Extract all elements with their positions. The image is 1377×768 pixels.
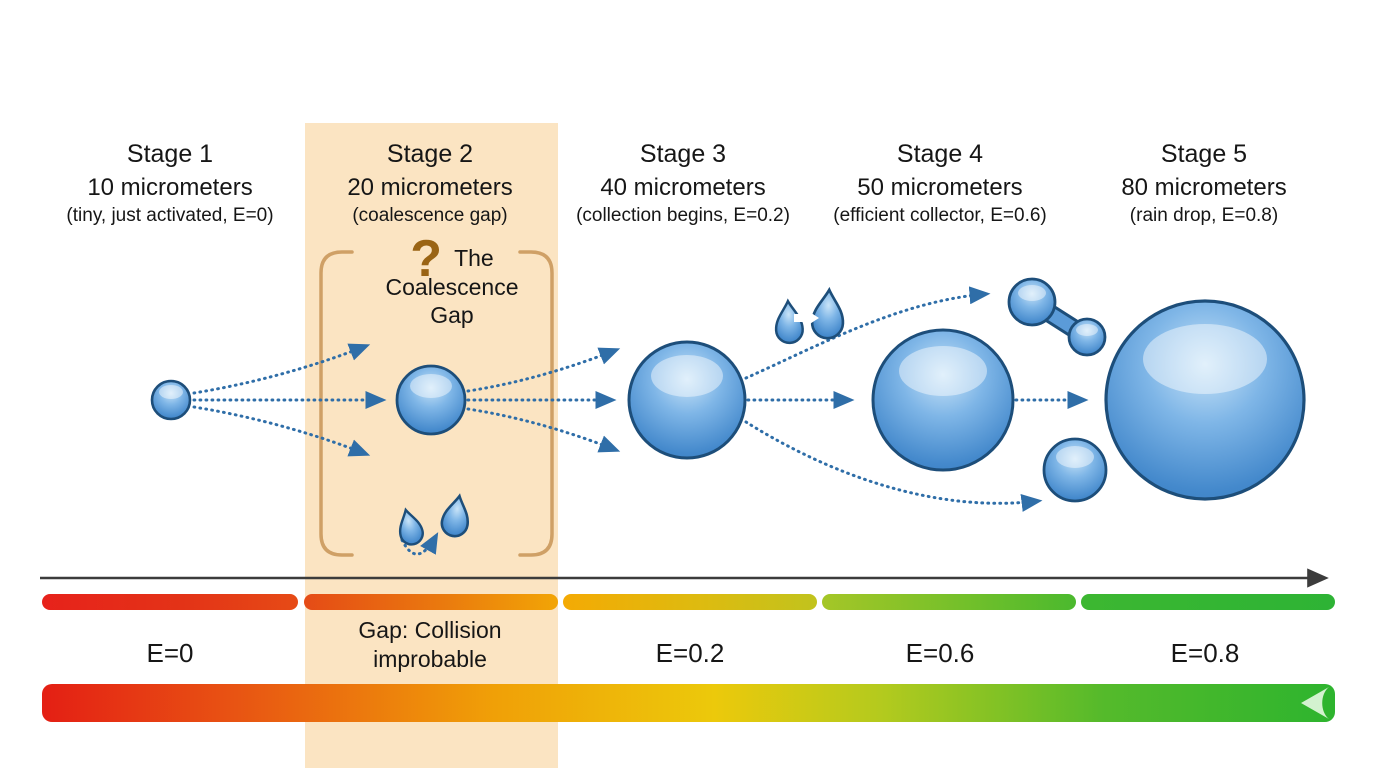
stage-title: Stage 1: [126, 140, 214, 168]
stage1-to-stage2-arrows: [192, 343, 387, 457]
stage-size: 40 micrometers: [600, 174, 766, 201]
stage-title: Stage 4: [896, 140, 984, 168]
stage-note: (tiny, just activated, E=0): [66, 205, 274, 226]
efficiency-segment-stage-3: [563, 594, 817, 610]
stage-size: 10 micrometers: [87, 174, 253, 201]
breakup-drops-icon: [393, 492, 474, 548]
stage-title: Stage 5: [1160, 140, 1248, 168]
efficiency-label-stage-4: E=0.6: [905, 638, 975, 668]
efficiency-segment-stage-1: [42, 594, 298, 610]
efficiency-gradient-bar: [42, 684, 1335, 722]
stage-5-header: Stage 5 80 micrometers (rain drop, E=0.8…: [1121, 139, 1286, 228]
gradient-end-arrow-icon: [1301, 687, 1329, 719]
efficiency-label-stage-1: E=0: [146, 638, 194, 668]
gap-callout-line1: The: [454, 245, 494, 271]
stage-title: Stage 2: [386, 140, 474, 168]
merge-arrow-icon: [794, 309, 819, 327]
stage-note: (coalescence gap): [352, 205, 508, 226]
gap-band-label: Gap: Collision improbable: [358, 616, 501, 674]
stage-2-header: Stage 2 20 micrometers (coalescence gap): [347, 139, 512, 228]
gap-band-label-line2: improbable: [373, 646, 487, 672]
question-mark-icon: ?: [410, 230, 443, 288]
stage-4-droplet: [871, 328, 1015, 472]
efficiency-segment-stage-5: [1081, 594, 1335, 610]
stage-3-droplet: [627, 340, 747, 460]
stage-1-droplet: [150, 379, 192, 421]
stage-5-droplet: [1104, 299, 1306, 501]
efficiency-label-stage-5: E=0.8: [1170, 638, 1240, 668]
stage-2-droplet: [395, 364, 467, 436]
coalescence-gap-callout: ? The Coalescence Gap: [342, 233, 562, 329]
stage-1-header: Stage 1 10 micrometers (tiny, just activ…: [66, 139, 273, 228]
coalescing-pair-droplet: [1007, 277, 1107, 357]
gap-callout-line3: Gap: [430, 302, 474, 328]
stage-note: (rain drop, E=0.8): [1129, 205, 1279, 226]
stage-note: (collection begins, E=0.2): [576, 205, 790, 226]
stage-4-header: Stage 4 50 micrometers (efficient collec…: [833, 139, 1047, 228]
stage-note: (efficient collector, E=0.6): [833, 205, 1047, 226]
stage-size: 50 micrometers: [857, 174, 1023, 201]
collision-drops-icon: [773, 287, 846, 345]
stage-size: 80 micrometers: [1121, 174, 1287, 201]
stage2-to-stage3-arrows: [466, 347, 621, 453]
efficiency-segment-stage-2: [304, 594, 558, 610]
stage-title: Stage 3: [639, 140, 727, 168]
gap-bracket-icon: [319, 250, 554, 557]
efficiency-label-stage-3: E=0.2: [655, 638, 725, 668]
gap-band-label-line1: Gap: Collision: [358, 617, 502, 643]
stage3-to-stage4-arrows: [744, 286, 1043, 512]
stage-3-header: Stage 3 40 micrometers (collection begin…: [576, 139, 790, 228]
breakup-v-arrow: [400, 532, 439, 556]
gap-callout-line2: Coalescence: [385, 274, 519, 300]
satellite-droplet: [1042, 437, 1108, 503]
efficiency-segment-stage-4: [822, 594, 1076, 610]
stage-size: 20 micrometers: [347, 174, 513, 201]
coalescence-gap-highlight-band: [305, 123, 558, 768]
